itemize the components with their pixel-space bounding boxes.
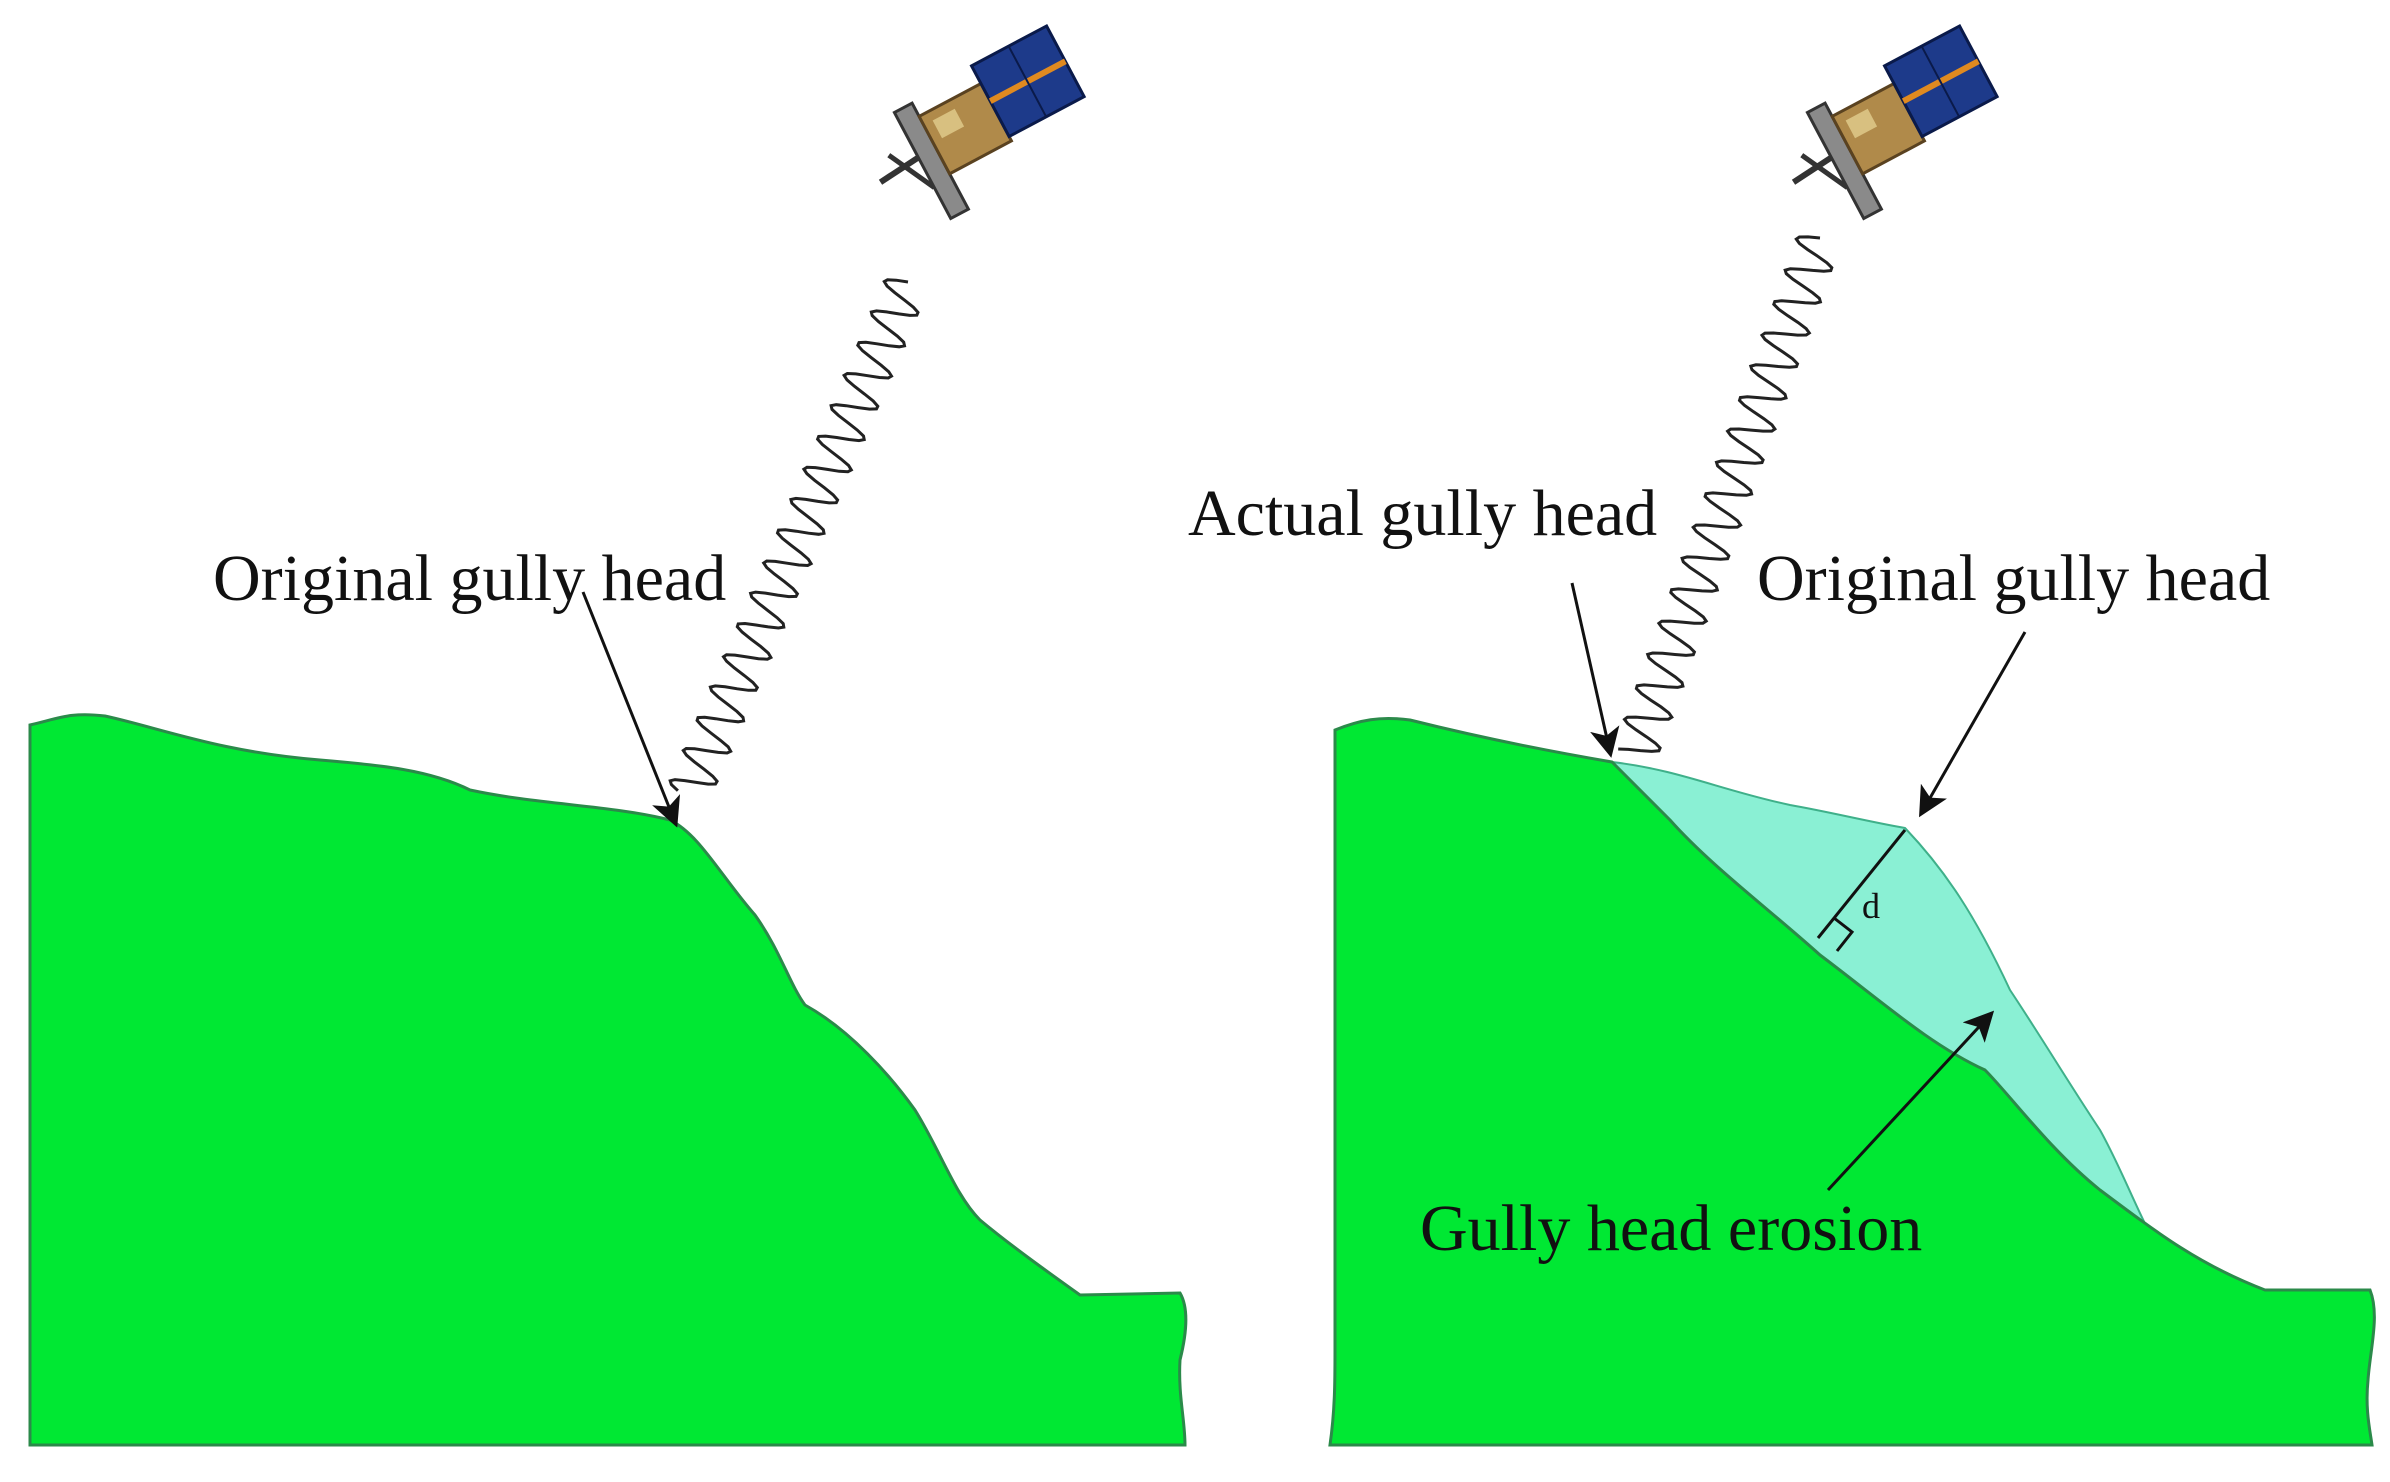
left-panel: Original gully head (28, 23, 1188, 1447)
right-original-head-label: Original gully head (1757, 542, 2270, 615)
left-original-head-label: Original gully head (213, 542, 726, 615)
right-panel: d Actual gully head Original gully head … (1188, 23, 2376, 1447)
left-signal-wave (668, 278, 920, 792)
right-terrain (1328, 716, 2376, 1447)
satellite-icon (1791, 23, 2000, 221)
distance-line (1816, 829, 1907, 939)
actual-head-label: Actual gully head (1188, 477, 1657, 550)
right-original-head-arrow (1919, 631, 2027, 818)
right-angle-marker (1833, 916, 1855, 952)
erosion-label: Gully head erosion (1420, 1192, 1922, 1265)
left-original-head-arrow (581, 591, 681, 828)
satellite-icon (878, 23, 1087, 221)
right-signal-wave (1618, 235, 1834, 753)
erosion-arrow (1826, 1010, 1995, 1192)
actual-head-arrow (1570, 582, 1620, 758)
left-terrain (28, 713, 1188, 1447)
distance-label: d (1862, 886, 1880, 926)
